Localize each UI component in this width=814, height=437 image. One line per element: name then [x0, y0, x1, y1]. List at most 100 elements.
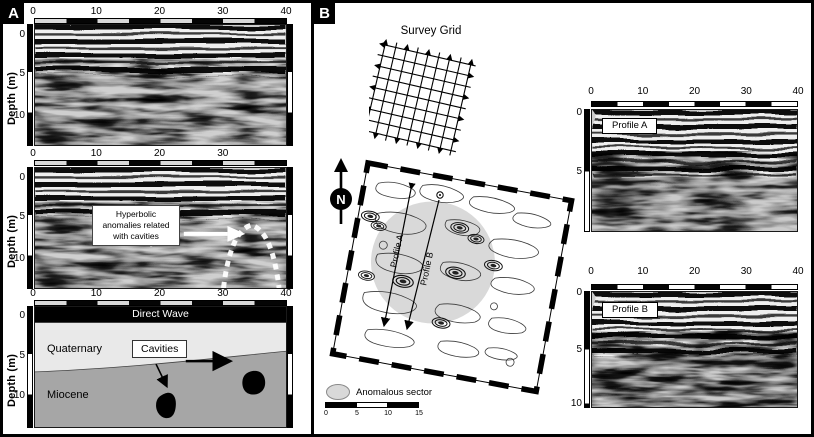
scale-segment — [356, 403, 388, 407]
depth-tick: 0 — [576, 106, 582, 118]
x-tick: 20 — [153, 148, 166, 159]
x-tick: 0 — [588, 86, 594, 97]
quaternary-label: Quaternary — [47, 343, 103, 355]
scale-segment — [387, 403, 419, 407]
x-tick: 30 — [217, 6, 229, 17]
x-tick: 40 — [792, 266, 804, 277]
depth-tick: 5 — [19, 68, 25, 80]
x-axis-ticks: 0 10 20 30 40 — [588, 266, 803, 278]
survey-grid-icon — [369, 39, 476, 156]
cavities-label-box: Cavities — [132, 340, 188, 358]
scale-bar — [325, 402, 419, 408]
depth-ruler-right — [287, 167, 293, 289]
depth-tick: 10 — [13, 109, 25, 121]
depth-tick: 5 — [576, 343, 582, 355]
north-arrow-icon: N — [329, 158, 353, 228]
x-axis-ticks: 0 10 20 30 40 — [588, 86, 803, 98]
x-tick: 0 — [30, 148, 36, 159]
radargram-texture — [592, 292, 797, 407]
scale-tick: 10 — [384, 410, 392, 417]
depth-tick: 10 — [13, 252, 25, 264]
depth-ruler — [27, 24, 33, 146]
depth-ticks: 0 5 10 — [569, 287, 582, 409]
cavity-blob — [156, 392, 176, 419]
depth-ticks: 0 5 10 — [11, 167, 25, 289]
survey-grid-label: Survey Grid — [400, 25, 462, 37]
radargram-texture — [35, 168, 286, 288]
depth-ruler — [584, 291, 590, 408]
x-axis-ruler — [34, 300, 287, 306]
north-label: N — [330, 188, 352, 210]
legend-ellipse-icon — [326, 384, 350, 400]
x-tick: 10 — [90, 6, 102, 17]
radargram-middle — [34, 167, 287, 289]
layer-boundary — [35, 350, 286, 373]
depth-tick: 0 — [19, 171, 25, 183]
x-tick: 30 — [740, 86, 752, 97]
x-tick: 40 — [792, 86, 804, 97]
profile-a-line — [380, 182, 416, 328]
x-tick: 20 — [153, 6, 166, 17]
x-tick: 30 — [217, 148, 229, 159]
interpretation-panel — [34, 306, 287, 428]
x-tick: 40 — [280, 288, 292, 299]
cavity-blob — [242, 370, 266, 395]
hyperbola-outline — [221, 222, 282, 288]
depth-tick: 0 — [576, 287, 582, 299]
profile-b-line — [404, 199, 440, 331]
x-axis-ticks: 0 10 20 30 40 — [30, 6, 291, 18]
profile-lines — [380, 182, 444, 331]
annotation-box: Hyperbolic anomalies related with caviti… — [92, 205, 180, 247]
depth-tick: 5 — [576, 165, 582, 177]
scale-ticks: 0 5 10 15 — [324, 410, 423, 419]
scale-tick: 5 — [355, 410, 359, 417]
depth-ticks: 0 5 10 — [11, 306, 25, 428]
x-axis-ticks: 0 10 20 30 40 — [30, 288, 291, 300]
x-tick: 40 — [280, 6, 292, 17]
x-tick: 0 — [30, 6, 36, 17]
radargram-top — [34, 24, 287, 146]
site-map — [329, 159, 575, 395]
cavity-arrowhead — [227, 226, 246, 242]
depth-ruler — [584, 109, 590, 232]
x-axis-ruler — [591, 284, 798, 290]
x-tick: 20 — [688, 86, 701, 97]
x-tick: 10 — [637, 86, 649, 97]
map-border — [329, 159, 575, 395]
scale-tick: 0 — [324, 410, 328, 417]
profile-b-title-box: Profile B — [602, 302, 658, 318]
legend-label: Anomalous sector — [356, 387, 433, 398]
x-tick: 30 — [217, 288, 229, 299]
direct-wave-band — [35, 307, 286, 323]
x-axis-ruler — [34, 160, 287, 166]
x-tick: 10 — [637, 266, 649, 277]
x-tick: 10 — [90, 148, 102, 159]
depth-tick: 10 — [13, 390, 25, 402]
depth-ruler-right — [287, 306, 293, 428]
panel-divider — [311, 3, 314, 434]
x-tick: 10 — [90, 288, 102, 299]
x-axis-ticks: 0 10 20 30 — [30, 148, 286, 160]
depth-ticks: 0 5 — [569, 106, 582, 232]
x-tick: 0 — [30, 288, 36, 299]
depth-ruler — [27, 167, 33, 289]
scale-segment — [326, 403, 357, 407]
depth-tick: 0 — [19, 309, 25, 321]
x-tick: 20 — [688, 266, 701, 277]
panel-b-badge: B — [314, 3, 335, 24]
scale-tick: 15 — [415, 410, 423, 417]
direct-wave-label: Direct Wave — [132, 308, 189, 320]
x-tick: 30 — [740, 266, 752, 277]
x-tick: 20 — [153, 288, 166, 299]
radargram-texture — [35, 25, 286, 145]
x-axis-ruler — [34, 18, 287, 24]
profile-b-start-dot — [439, 194, 441, 196]
depth-tick: 5 — [19, 350, 25, 362]
profile-a-title-box: Profile A — [602, 118, 658, 134]
interpretation-sketch — [35, 307, 286, 427]
panel-a-badge: A — [3, 3, 24, 24]
x-axis-ruler — [591, 101, 798, 107]
depth-ruler — [27, 306, 33, 428]
x-tick: 0 — [588, 266, 594, 277]
